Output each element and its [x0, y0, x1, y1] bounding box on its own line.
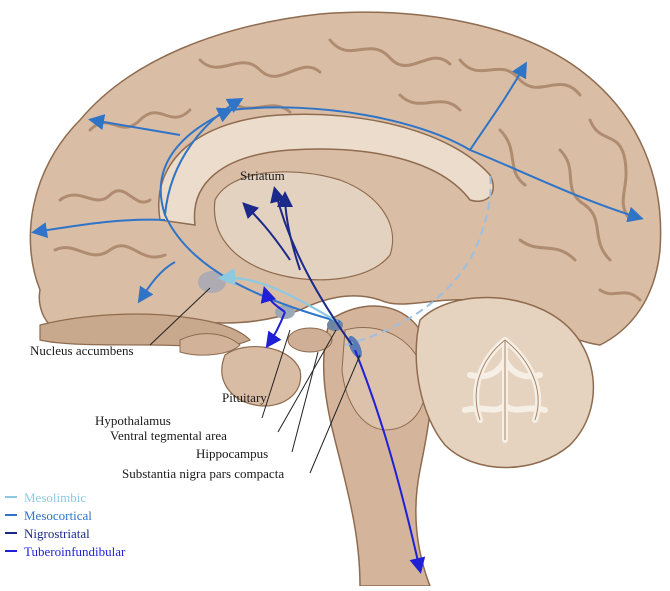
nigrostriatal-pathway — [242, 186, 353, 346]
nucleus-accumbens-label: Nucleus accumbens — [30, 343, 134, 358]
leader-lines — [149, 287, 361, 474]
substantia-nigra-label: Substantia nigra pars compacta — [122, 466, 284, 481]
legend-label-mesolimbic: Mesolimbic — [24, 490, 86, 505]
hypothalamus-label: Hypothalamus — [95, 413, 171, 428]
pituitary — [221, 346, 302, 407]
legend-label-tuberoinfundibular: Tuberoinfundibular — [24, 544, 126, 559]
pituitary-label: Pituitary — [222, 390, 267, 405]
corpus-callosum — [158, 113, 494, 226]
cerebrum — [29, 11, 662, 346]
pons — [341, 326, 426, 431]
mesolimbic-pathway — [217, 268, 339, 323]
cerebellum — [415, 296, 595, 469]
legend: Mesolimbic Mesocortical Nigrostriatal Tu… — [5, 490, 126, 559]
mesolimbic-dashed — [344, 174, 492, 346]
optic-chiasm — [179, 333, 241, 356]
vta-label: Ventral tegmental area — [110, 428, 227, 443]
hippocampus-label: Hippocampus — [196, 446, 268, 461]
hippocampus — [287, 327, 333, 353]
tuberoinfundibular-pathway — [260, 286, 426, 574]
legend-label-nigrostriatal: Nigrostriatal — [24, 526, 90, 541]
thalamus — [213, 171, 394, 281]
legend-label-mesocortical: Mesocortical — [24, 508, 92, 523]
gyri-texture — [53, 38, 642, 302]
substantia-nigra-marker — [348, 335, 362, 359]
striatum-label: Striatum — [240, 168, 285, 183]
